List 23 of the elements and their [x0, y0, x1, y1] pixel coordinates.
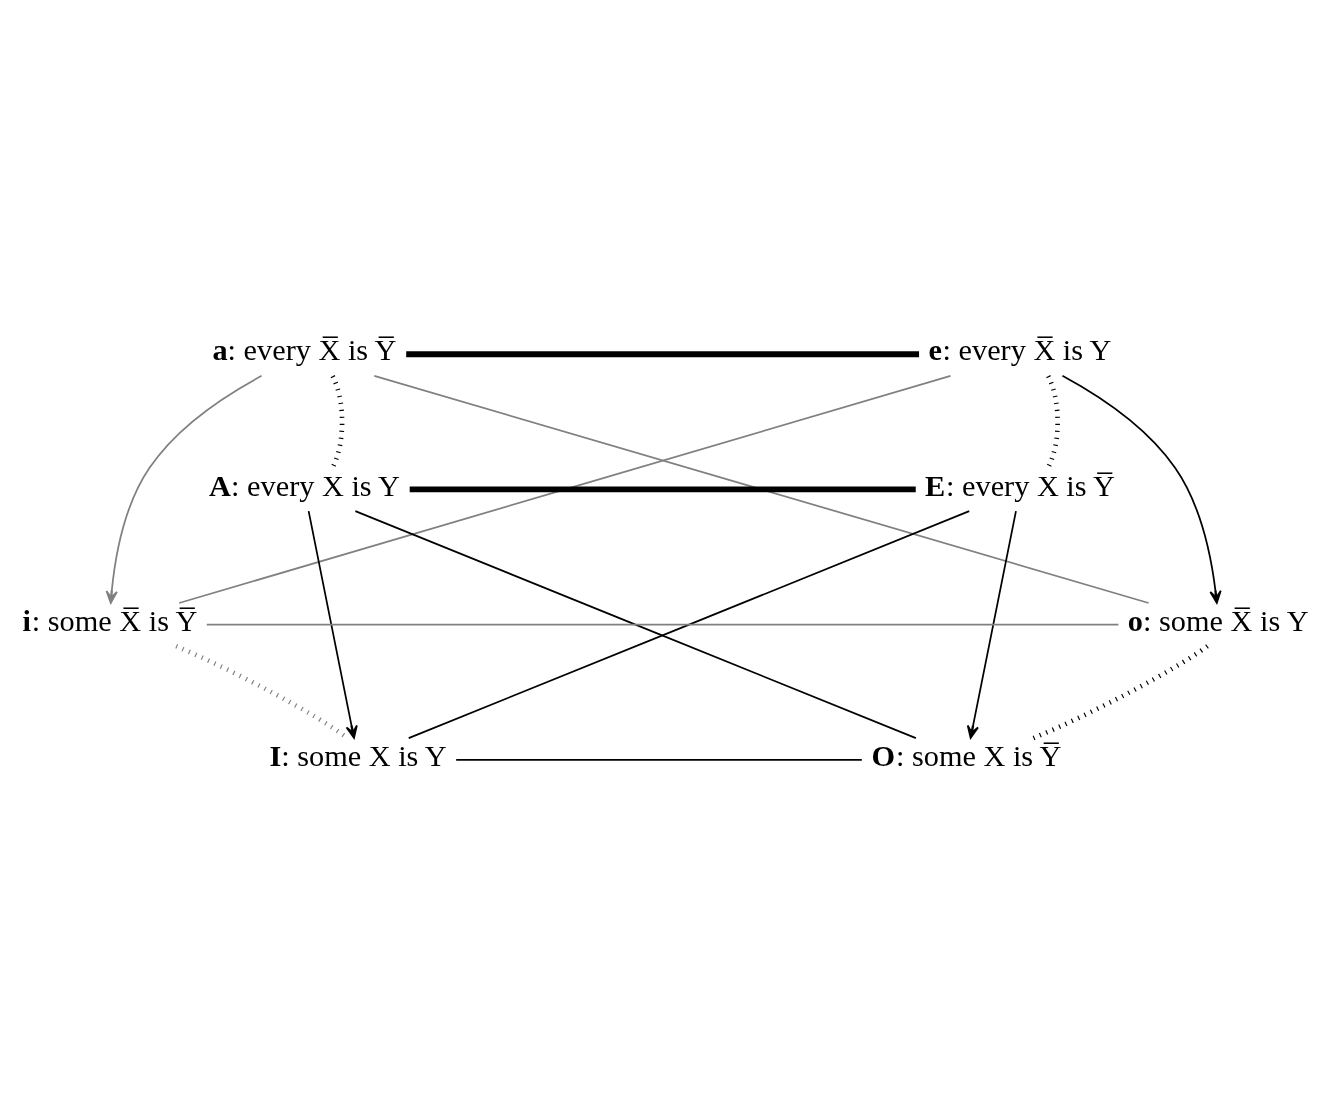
node-text: O: some X is Y̅	[871, 738, 1062, 773]
connector	[407, 510, 971, 739]
arrow	[307, 510, 358, 739]
connector	[354, 510, 917, 739]
arrow	[966, 510, 1017, 739]
arrow	[1061, 374, 1222, 604]
arrow	[105, 374, 263, 604]
connector	[373, 375, 1150, 604]
connector	[455, 758, 863, 761]
connector	[330, 375, 345, 469]
node-text: A: every X is Y	[208, 468, 400, 503]
connector	[409, 486, 916, 493]
node-text: a: every X̅ is Y̅	[212, 333, 397, 368]
node-text: o: some X̅ is Y	[1127, 603, 1309, 638]
node-text: i: some X̅ is Y̅	[22, 603, 198, 638]
connector	[178, 375, 952, 604]
connector	[1032, 644, 1209, 741]
node-text: e: every X̅ is Y	[928, 333, 1112, 368]
node-text: I: some X is Y	[269, 738, 447, 773]
node-text: E: every X is Y̅	[925, 468, 1115, 503]
connector	[406, 351, 920, 358]
connector	[1046, 375, 1060, 469]
connector	[205, 623, 1120, 626]
